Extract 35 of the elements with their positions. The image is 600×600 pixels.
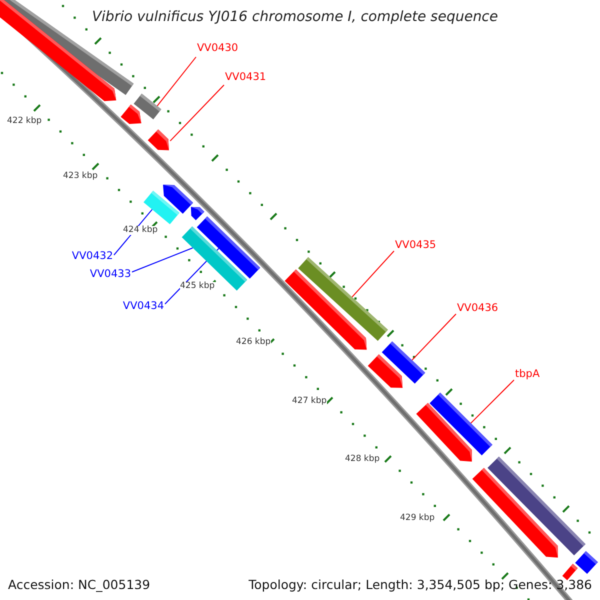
scale-label: 424 kbp: [123, 226, 158, 234]
scale-label: 423 kbp: [63, 172, 98, 180]
pointed-gene-bar: [120, 104, 142, 124]
gene-label: tbpA: [515, 369, 540, 380]
pointed-gene-bar: [190, 206, 204, 220]
gene-label: VV0435: [395, 240, 436, 250]
leader-line: [352, 250, 394, 298]
footer-text: Accession: NC_005139: [8, 579, 150, 592]
scale-label: 426 kbp: [236, 338, 271, 346]
leader-line: [170, 84, 224, 142]
scale-label: 425 kbp: [180, 282, 215, 290]
gene-label: VV0431: [225, 72, 266, 82]
gene-bar: [562, 564, 578, 580]
leader-line: [132, 247, 194, 272]
gene-bar: [382, 341, 426, 384]
gene-label: VV0436: [457, 303, 498, 314]
pointed-gene-bar: [148, 129, 169, 150]
gene-bar: [430, 392, 492, 456]
leader-line: [156, 56, 196, 106]
gene-bar: [575, 551, 598, 574]
gene-label: VV0433: [90, 269, 131, 280]
gene-bar: [298, 257, 388, 341]
scale-label: 429 kbp: [400, 514, 435, 522]
scale-label: 422 kbp: [7, 117, 42, 126]
scale-label: 427 kbp: [292, 397, 327, 406]
map-title: Vibrio vulnificus YJ016 chromosome I, complete sequence: [90, 10, 499, 24]
gene-bar: [488, 456, 586, 556]
leader-line: [411, 314, 456, 361]
leader-line: [470, 380, 514, 424]
scale-label: 428 kbp: [345, 455, 380, 464]
gene-label: VV0434: [122, 301, 164, 312]
gene-label: VV0430: [197, 43, 238, 54]
gene-label: VV0432: [72, 251, 113, 262]
gene-bar: [144, 190, 180, 224]
footer-text: Topology: circular; Length: 3,354,505 bp; Genes: 3,386: [248, 579, 592, 592]
